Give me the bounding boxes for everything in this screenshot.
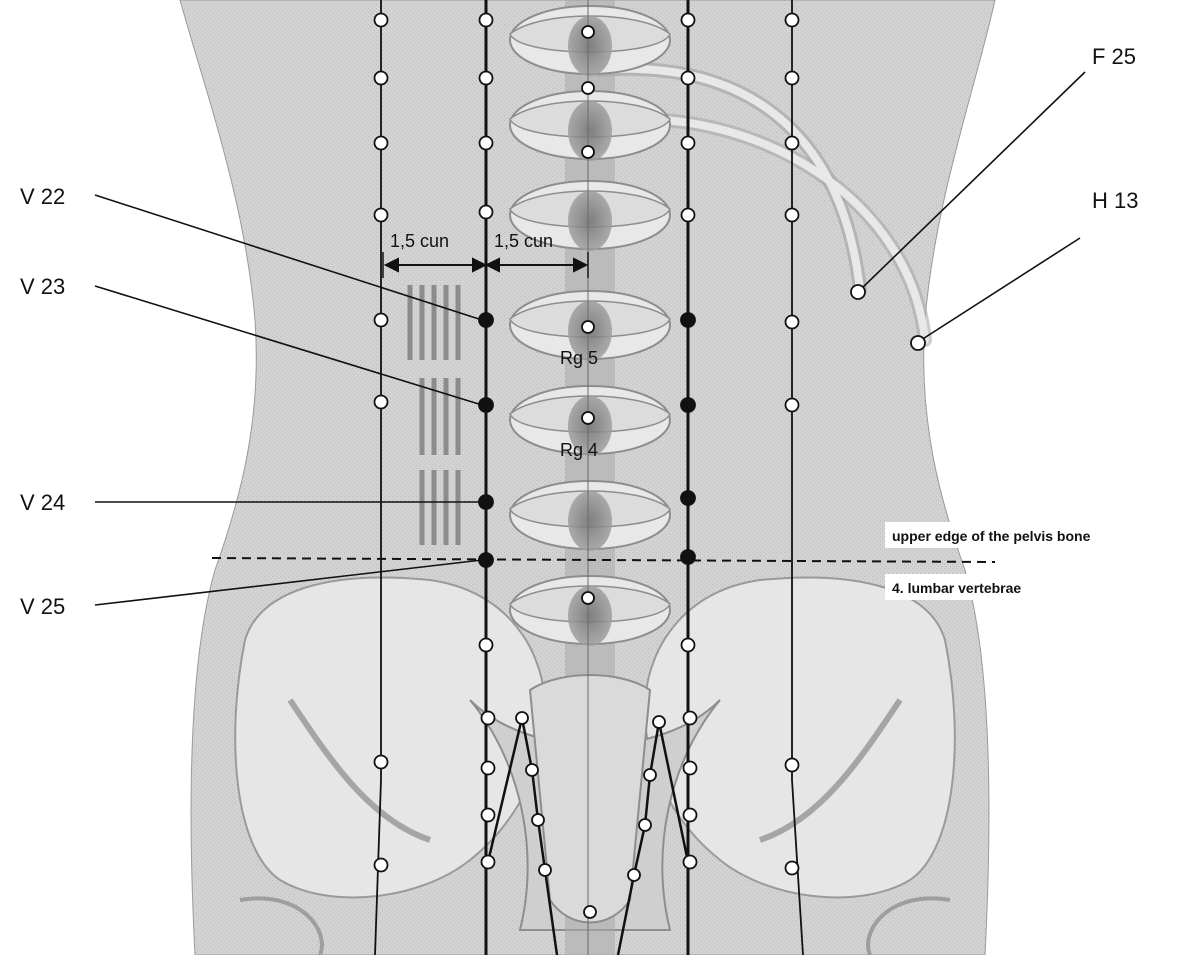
leader-line xyxy=(918,238,1080,342)
label-rg5: Rg 5 xyxy=(560,348,598,368)
acupoint-open xyxy=(582,321,594,333)
acupoint-open xyxy=(375,859,388,872)
acupoint-open xyxy=(786,399,799,412)
acupoint-open xyxy=(684,809,697,822)
acupoint-open xyxy=(582,412,594,424)
acupoint-open xyxy=(628,869,640,881)
acupoint-open xyxy=(582,146,594,158)
acupoint-filled xyxy=(479,553,493,567)
acupoint-open xyxy=(682,14,695,27)
acupoint-open xyxy=(375,137,388,150)
label-v23: V 23 xyxy=(20,274,65,299)
acupoint-open xyxy=(539,864,551,876)
spinous-process xyxy=(568,16,612,76)
acupoint-open xyxy=(375,209,388,222)
acupoint-open xyxy=(526,764,538,776)
acupoint-open xyxy=(786,759,799,772)
acupoint-open xyxy=(482,809,495,822)
acupoint-open xyxy=(516,712,528,724)
acupoint-open xyxy=(375,314,388,327)
label-v22: V 22 xyxy=(20,184,65,209)
acupoint-open xyxy=(482,762,495,775)
acupoint-open xyxy=(532,814,544,826)
spinous-process xyxy=(568,191,612,251)
acupoint-open xyxy=(684,712,697,725)
acupoint-open xyxy=(482,712,495,725)
acupoint-open xyxy=(786,862,799,875)
acupoint-open xyxy=(644,769,656,781)
acupoint-open xyxy=(482,856,495,869)
acupoint-filled xyxy=(479,398,493,412)
acupoint-open xyxy=(684,856,697,869)
label-v24: V 24 xyxy=(20,490,65,515)
acupoint-filled xyxy=(681,491,695,505)
acupoint-filled xyxy=(681,313,695,327)
acupoint-open xyxy=(684,762,697,775)
acupoint-filled xyxy=(479,495,493,509)
acupoint-filled xyxy=(479,313,493,327)
label-f25: F 25 xyxy=(1092,44,1136,69)
acupoint-open xyxy=(480,137,493,150)
acupoint-filled xyxy=(681,550,695,564)
acupoint-filled xyxy=(681,398,695,412)
acupoint-open xyxy=(375,14,388,27)
acupoint-open xyxy=(582,82,594,94)
label-cun-right: 1,5 cun xyxy=(494,231,553,251)
acupoint-open xyxy=(480,639,493,652)
label-rg4: Rg 4 xyxy=(560,440,598,460)
note-pelvis-edge: upper edge of the pelvis bone xyxy=(892,528,1091,544)
acupoint-open xyxy=(653,716,665,728)
acupoint-open xyxy=(851,285,865,299)
acupoint-open xyxy=(682,209,695,222)
acupoint-open xyxy=(480,72,493,85)
acupoint-open xyxy=(375,756,388,769)
acupoint-open xyxy=(786,72,799,85)
label-v25: V 25 xyxy=(20,594,65,619)
acupoint-open xyxy=(786,316,799,329)
label-h13: H 13 xyxy=(1092,188,1138,213)
note-lumbar: 4. lumbar vertebrae xyxy=(892,580,1021,596)
acupoint-open xyxy=(682,639,695,652)
acupoint-open xyxy=(786,137,799,150)
acupoint-open xyxy=(682,137,695,150)
acupoint-open xyxy=(639,819,651,831)
acupoint-open xyxy=(682,72,695,85)
acupoint-open xyxy=(911,336,925,350)
acupoint-open xyxy=(584,906,596,918)
acupoint-open xyxy=(582,592,594,604)
acupoint-open xyxy=(786,209,799,222)
acupoint-open xyxy=(786,14,799,27)
acupoint-open xyxy=(375,72,388,85)
acupoint-open xyxy=(375,396,388,409)
label-cun-left: 1,5 cun xyxy=(390,231,449,251)
acupoint-open xyxy=(480,14,493,27)
acupoint-open xyxy=(582,26,594,38)
acupoint-open xyxy=(480,206,493,219)
spinous-process xyxy=(568,491,612,551)
